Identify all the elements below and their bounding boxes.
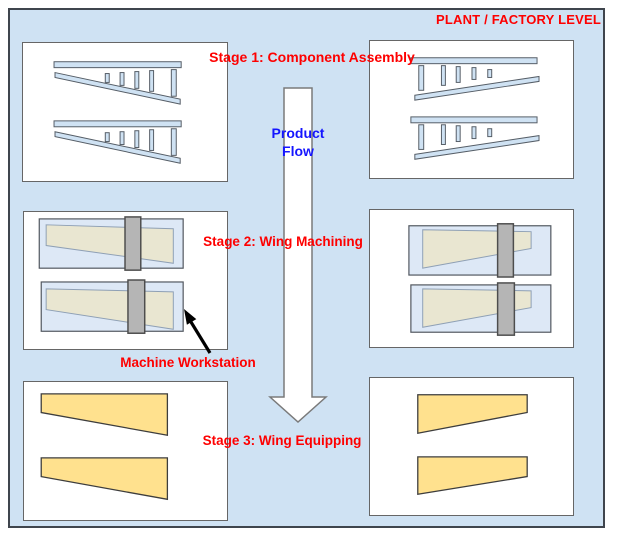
assembly-unit-top [410, 57, 540, 101]
plant-level-title: PLANT / FACTORY LEVEL [435, 12, 601, 27]
machine-gantry [127, 279, 146, 334]
finished-wing [417, 394, 528, 434]
product-flow-line1: Product [271, 125, 325, 141]
product-flow-arrow [268, 87, 328, 424]
machine-gantry [496, 282, 516, 336]
finished-wing [40, 393, 169, 436]
machining-station-bottom [410, 282, 552, 336]
wing-rib [149, 70, 155, 92]
wing-rib [440, 65, 446, 86]
wing-rib [455, 66, 461, 83]
wing-rib [119, 72, 125, 86]
product-flow-label: Product Flow [272, 124, 325, 160]
assembly-unit-bottom [410, 116, 540, 160]
wing-rib [119, 131, 125, 146]
pointer-arrowhead [184, 309, 197, 325]
machine-workstation-label: Machine Workstation [120, 355, 256, 370]
wing-rib [134, 71, 140, 89]
wing-spar-lower-slanted [54, 131, 181, 164]
machining-station-top [38, 216, 184, 271]
assembly-unit-bottom [53, 120, 182, 164]
wing-rib [440, 124, 446, 145]
assembly-unit-top [53, 61, 182, 105]
component-assembly-graphic-left [53, 61, 182, 164]
wing-spar-upper [410, 57, 538, 65]
panel-stage2-machining-right [369, 209, 574, 348]
wing-rib [471, 126, 477, 140]
machine-workstation-pointer-arrow [184, 309, 212, 354]
stage1-label: Stage 1: Component Assembly [209, 49, 415, 65]
finished-wing [417, 456, 528, 496]
wing-machining-graphic-left [38, 216, 184, 334]
wing-spar-upper [53, 120, 182, 128]
wing-rib [104, 73, 110, 83]
wing-equipping-graphic-right [417, 394, 528, 496]
machining-station-top [408, 223, 552, 278]
wing-rib [487, 128, 493, 138]
product-flow-line2: Flow [282, 143, 314, 159]
machining-station-bottom [40, 279, 184, 334]
wing-rib [170, 69, 177, 97]
wing-rib [134, 130, 140, 148]
panel-stage2-machining-left [23, 211, 228, 350]
wing-rib [471, 67, 477, 80]
machine-gantry [496, 223, 515, 278]
wing-equipping-graphic-left [40, 393, 169, 501]
wing-machining-graphic-right [408, 223, 552, 336]
finished-wing [40, 457, 169, 501]
component-assembly-graphic-right [410, 57, 540, 160]
down-arrow-shape [268, 87, 328, 424]
wing-spar-upper [410, 116, 538, 124]
wing-spar-lower-slanted [54, 71, 181, 105]
wing-spar-upper [53, 61, 182, 69]
wing-rib [149, 129, 155, 151]
wing-rib [487, 69, 493, 78]
wing-rib [170, 128, 177, 156]
panel-stage1-assembly-left [22, 42, 228, 182]
wing-rib [418, 124, 425, 150]
pointer-line [189, 321, 212, 354]
wing-rib [455, 125, 461, 143]
stage3-label: Stage 3: Wing Equipping [202, 433, 362, 448]
wing-rib [418, 65, 425, 91]
panel-stage3-equipping-left [23, 381, 228, 521]
wing-spar-lower-slanted [414, 135, 540, 160]
wing-spar-lower-slanted [414, 75, 540, 101]
panel-stage1-assembly-right [369, 40, 574, 179]
wing-rib [104, 132, 110, 143]
machine-gantry [124, 216, 142, 271]
stage2-label: Stage 2: Wing Machining [203, 234, 363, 249]
panel-stage3-equipping-right [369, 377, 574, 516]
